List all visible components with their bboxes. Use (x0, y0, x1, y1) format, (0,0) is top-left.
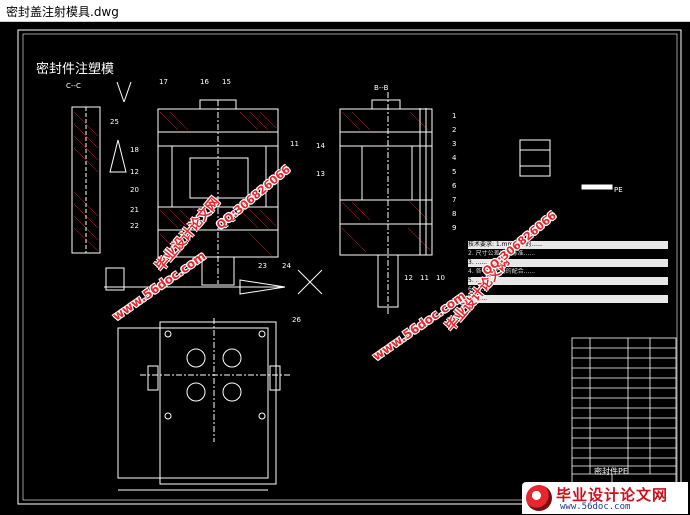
plan-view (117, 318, 290, 491)
drawing-border (22, 33, 678, 501)
note-line: 3. ...... (468, 259, 668, 267)
section-c-c (71, 81, 132, 291)
callout-13: 13 (316, 170, 325, 178)
part-detail (519, 139, 613, 190)
callout-25: 25 (110, 118, 119, 126)
callout-9: 9 (452, 224, 457, 232)
callout-24: 24 (282, 262, 291, 270)
callout-2: 2 (452, 126, 457, 134)
note-line: 7. ...... (468, 295, 668, 303)
callout-8: 8 (452, 210, 457, 218)
part-material-label: PE (614, 186, 623, 194)
callout-7: 7 (452, 196, 457, 204)
callout-15: 15 (222, 78, 231, 86)
callout-3: 3 (452, 140, 457, 148)
callout-23: 23 (258, 262, 267, 270)
callout-14: 14 (316, 142, 325, 150)
callout-12-side: 12 (404, 274, 413, 282)
callout-17: 17 (159, 78, 168, 86)
window-title: 密封盖注射模具.dwg (0, 0, 690, 22)
section-b-b (339, 92, 433, 314)
cad-drawing-canvas[interactable]: 密封件注塑模 C--C B--B 17 16 15 11 18 12 20 21… (0, 22, 690, 515)
callout-5: 5 (452, 168, 457, 176)
callout-22: 22 (130, 222, 139, 230)
callout-11: 11 (290, 140, 299, 148)
technical-notes: 技术要求: 1.mm以下的...... 2. 尺寸公差按照标准...... 3.… (468, 241, 668, 304)
title-block-name: 密封件PE (594, 467, 628, 476)
callout-1: 1 (452, 112, 457, 120)
note-line: 技术要求: 1.mm以下的...... (468, 241, 668, 249)
brand-url: www.56doc.com (560, 502, 631, 512)
drawing-title: 密封件注塑模 (36, 62, 115, 77)
callout-6: 6 (452, 182, 457, 190)
callout-26: 26 (292, 316, 301, 324)
section-b-b-label: B--B (374, 84, 389, 92)
callout-4: 4 (452, 154, 457, 162)
note-line: 6. ...... (468, 286, 488, 293)
section-c-c-label: C--C (66, 82, 81, 90)
note-line: 4. 各零件之间的配合...... (468, 268, 536, 275)
brand-name: 毕业设计论文网 (556, 486, 669, 504)
callout-11-side: 11 (420, 274, 429, 282)
main-assembly-section (104, 99, 323, 295)
brand-logo-icon (526, 485, 552, 511)
callout-20: 20 (130, 186, 139, 194)
drawing-frame (17, 29, 682, 505)
brand-badge: 毕业设计论文网 www.56doc.com (522, 482, 688, 514)
note-line: 5. ...... (468, 277, 668, 285)
callout-12: 12 (130, 168, 139, 176)
callout-16: 16 (200, 78, 209, 86)
note-line: 2. 尺寸公差按照标准...... (468, 250, 536, 257)
callout-10: 10 (436, 274, 445, 282)
callout-18: 18 (130, 146, 139, 154)
callout-21: 21 (130, 206, 139, 214)
